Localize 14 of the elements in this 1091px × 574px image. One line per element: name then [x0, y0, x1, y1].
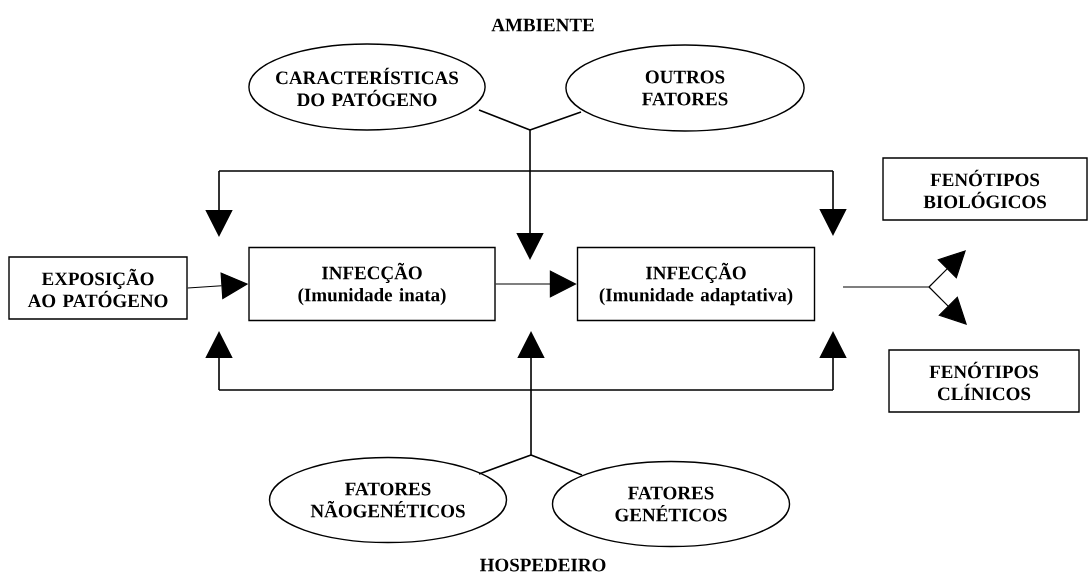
ellipse-node: FATORES NÃOGENÉTICOS — [268, 456, 508, 544]
influence-arrows — [205, 109, 847, 260]
ellipse-node: FATORES GENÉTICOS — [551, 460, 791, 548]
ellipse-node: OUTROS FATORES — [565, 44, 805, 132]
process-box: FENÓTIPOS BIOLÓGICOS — [882, 157, 1088, 221]
process-box: FENÓTIPOS CLÍNICOS — [888, 349, 1080, 413]
group-label: HOSPEDEIRO — [480, 558, 606, 572]
group-label: AMBIENTE — [491, 18, 594, 32]
split-arrow — [842, 250, 967, 325]
process-box: EXPOSIÇÃO AO PATÓGENO — [8, 256, 188, 320]
ellipse-node: CARACTERÍSTICAS DO PATÓGENO — [248, 43, 486, 131]
process-box: INFECÇÃO (Imunidade adaptativa) — [576, 246, 816, 322]
arrow — [495, 270, 577, 298]
process-box: INFECÇÃO (Imunidade inata) — [248, 246, 496, 322]
